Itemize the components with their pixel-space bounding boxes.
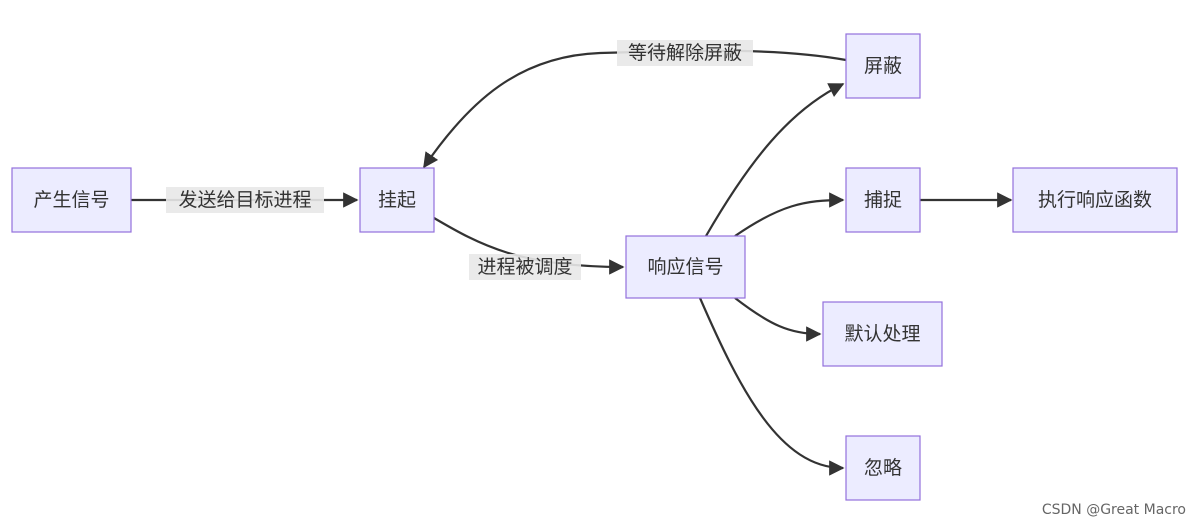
edge-respond-to-capture [734,192,845,237]
node-suspend-label: 挂起 [378,189,416,211]
node-respond-signal-label: 响应信号 [647,256,723,278]
edge-block-to-suspend [423,49,847,169]
node-respond-signal[interactable]: 响应信号 [625,235,746,299]
edge-respond-to-default [734,297,822,342]
edge-label-bg-scheduled [469,254,581,280]
node-capture-label: 捕捉 [864,189,902,211]
edge-label-wait-unblock: 等待解除屏蔽 [628,42,742,64]
node-block-label: 屏蔽 [864,55,902,77]
node-default-handling[interactable]: 默认处理 [822,301,943,367]
edge-label-bg-wait-unblock [617,40,753,66]
edge-suspend-to-respond [433,217,625,275]
node-capture[interactable]: 捕捉 [845,167,921,233]
edge-respond-to-ignore [698,297,845,476]
node-ignore[interactable]: 忽略 [845,435,921,501]
node-suspend[interactable]: 挂起 [359,167,435,233]
node-block[interactable]: 屏蔽 [845,33,921,99]
watermark: CSDN @Great Macro [1042,502,1186,518]
node-produce-signal[interactable]: 产生信号 [11,167,132,233]
edge-label-scheduled: 进程被调度 [477,256,572,278]
node-execute-handler-label: 执行响应函数 [1038,189,1152,211]
node-ignore-label: 忽略 [864,457,902,479]
edge-respond-to-block [705,83,845,237]
node-produce-signal-label: 产生信号 [33,189,109,211]
node-default-handling-label: 默认处理 [844,323,920,345]
edge-label-bg-send [166,187,324,213]
node-execute-handler[interactable]: 执行响应函数 [1012,167,1178,233]
edge-label-send: 发送给目标进程 [178,189,311,211]
